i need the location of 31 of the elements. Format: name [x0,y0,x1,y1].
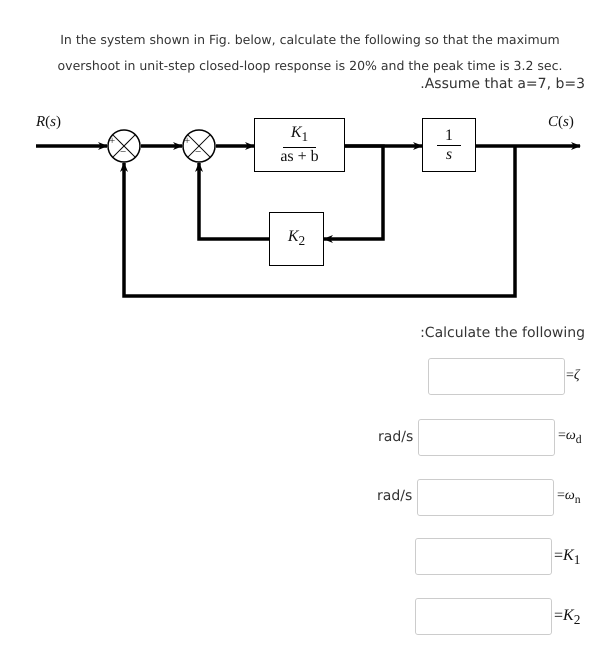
instruction-text: :Calculate the following [420,325,585,341]
arrow [36,142,108,150]
arrow [141,142,183,150]
transfer-function-block [254,118,345,172]
question-text: In the system shown in Fig. below, calculate the following so that the maximum overshoot in unit-step closed-loop response is 20% and the peak time is 3.2 sec. [56,31,564,75]
plus-sign: + [109,136,116,147]
arrow [476,142,581,150]
omega-d-label: =ω$_{d}$ [558,428,582,446]
arrow [195,162,269,241]
denominator: as + b [280,148,319,166]
numerator: 1 [437,126,461,146]
omega-n-label: =ω$_{n}$ [557,488,581,506]
unit-label: rad/s [377,488,412,504]
signal-label: C(s) [548,114,574,130]
unit-label: rad/s [378,429,414,445]
transfer-function-block [269,212,324,266]
arrow [323,144,385,243]
k2-label: =K$_{2}$ [554,607,580,628]
assumption-text: .Assume that a=7, b=3 [420,76,585,92]
plus-sign: + [184,136,190,147]
k1-label: =K$_{1}$ [554,547,580,568]
arrow [120,146,517,298]
transfer-function-block [422,118,476,172]
gain-label: K$_{2}$ [288,228,306,250]
numerator: K$_{1}$ [282,124,316,148]
arrow [216,142,255,150]
minus-sign: − [120,147,126,158]
minus-sign: − [195,147,202,158]
denominator: s [446,146,452,164]
zeta-label: =ζ [566,368,580,384]
signal-label: R(s) [36,114,62,130]
